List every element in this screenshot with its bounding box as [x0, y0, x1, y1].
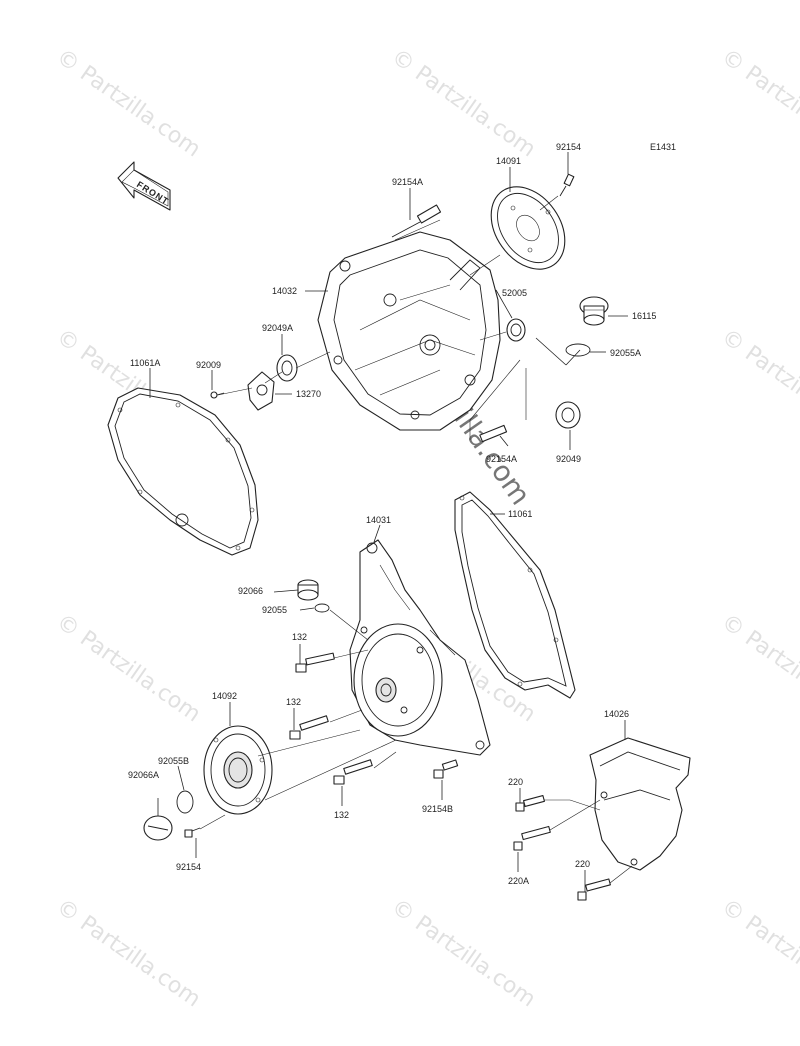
- label-16115: 16115: [632, 311, 656, 321]
- bolt-92154B: [433, 759, 459, 779]
- bolt-132-a: [295, 652, 335, 673]
- label-92154A-top: 92154A: [392, 177, 423, 187]
- watermark-8: © Partzilla.com: [717, 609, 800, 727]
- o-ring-92055: [314, 603, 330, 613]
- label-14026: 14026: [604, 709, 629, 719]
- label-92066A: 92066A: [128, 770, 159, 780]
- label-92154A-bottom: 92154A: [486, 454, 517, 464]
- watermark-3: © Partzilla.com: [717, 44, 800, 162]
- bolt-92154A-bottom: [479, 424, 508, 443]
- label-11061: 11061: [508, 509, 532, 519]
- watermark-2: © Partzilla.com: [387, 44, 540, 162]
- watermark-1: © Partzilla.com: [52, 44, 205, 162]
- label-92049: 92049: [556, 454, 581, 464]
- seal-92049A: [276, 354, 298, 382]
- plug-92066: [297, 579, 319, 601]
- plate-13270: [247, 371, 275, 411]
- bolt-220-a: [515, 794, 545, 812]
- watermark-6: © Partzilla.com: [52, 609, 205, 727]
- seal-92049: [555, 401, 581, 429]
- label-92154B: 92154B: [422, 804, 453, 814]
- watermark-5: © Partzilla.com: [717, 324, 800, 442]
- cover-plate-14091: [490, 186, 566, 270]
- label-92154-bottom: 92154: [176, 862, 201, 872]
- gasket-11061: [454, 491, 576, 699]
- bolt-132-c: [333, 759, 373, 785]
- label-92055B: 92055B: [158, 756, 189, 766]
- diagram-code: E1431: [650, 142, 676, 152]
- label-92154-top: 92154: [556, 142, 581, 152]
- seal-52005: [506, 318, 526, 342]
- plug-16115: [579, 296, 609, 326]
- generator-cover-14031: [349, 539, 491, 756]
- label-92009: 92009: [196, 360, 221, 370]
- label-92055A: 92055A: [610, 348, 641, 358]
- label-14032: 14032: [272, 286, 297, 296]
- gasket-11061A: [107, 387, 259, 556]
- bolt-92154-bottom: [184, 827, 201, 838]
- label-92066: 92066: [238, 586, 263, 596]
- label-220-b: 220: [575, 859, 590, 869]
- label-132-b: 132: [286, 697, 301, 707]
- bolt-220-b: [577, 878, 611, 901]
- bolt-92154A-top: [391, 204, 442, 238]
- front-arrow-icon: FRONT: [117, 161, 171, 211]
- cover-14026: [589, 737, 691, 871]
- label-14031: 14031: [366, 515, 391, 525]
- label-14092: 14092: [212, 691, 237, 701]
- label-52005: 52005: [502, 288, 527, 298]
- leader-lines: [149, 152, 633, 892]
- o-ring-92055A: [565, 343, 591, 357]
- cover-14092: [203, 725, 273, 815]
- bolt-92154-top: [559, 173, 575, 197]
- label-220-a: 220: [508, 777, 523, 787]
- label-14091: 14091: [496, 156, 521, 166]
- label-11061A: 11061A: [130, 358, 160, 368]
- clutch-cover-14032: [317, 231, 501, 431]
- label-220A: 220A: [508, 876, 529, 886]
- label-132-c: 132: [334, 810, 349, 820]
- label-92055: 92055: [262, 605, 287, 615]
- label-13270: 13270: [296, 389, 321, 399]
- label-92049A: 92049A: [262, 323, 293, 333]
- screw-92009: [210, 391, 225, 399]
- o-ring-92055B: [176, 790, 194, 814]
- label-132-a: 132: [292, 632, 307, 642]
- cap-92066A: [143, 815, 173, 841]
- bolt-132-b: [289, 715, 329, 740]
- part-labels: 14091 92154 92154A 14032 52005 16115 920…: [128, 142, 656, 886]
- bolt-220A: [513, 825, 551, 851]
- watermark-10: © Partzilla.com: [387, 894, 540, 1012]
- watermark-9: © Partzilla.com: [52, 894, 205, 1012]
- watermark-11: © Partzilla.com: [717, 894, 800, 1012]
